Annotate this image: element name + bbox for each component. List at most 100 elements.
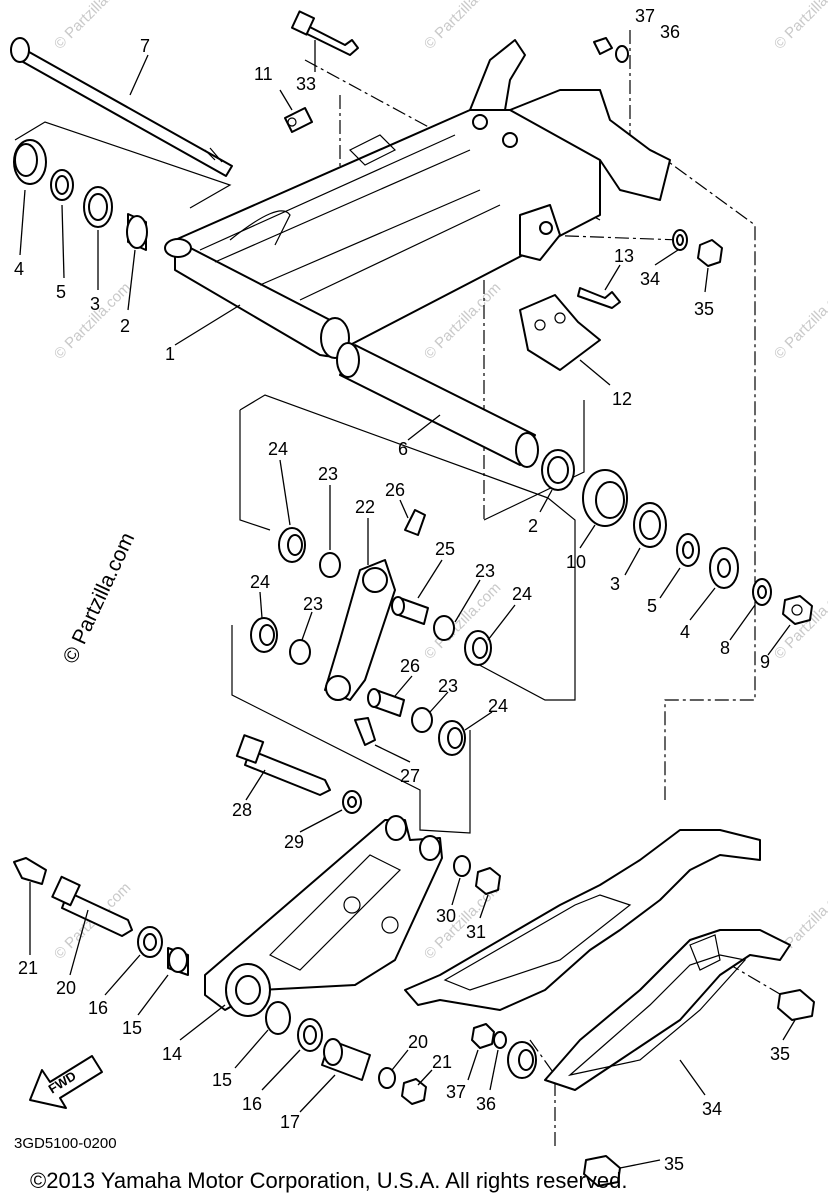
callout-3-right: 3	[610, 574, 620, 594]
callout-13: 13	[614, 246, 634, 266]
callout-37-bottom: 37	[446, 1082, 466, 1102]
callout-23-b: 23	[303, 594, 323, 614]
callout-24-d: 24	[488, 696, 508, 716]
callout-23-c: 23	[475, 561, 495, 581]
relay-link-14	[204, 815, 443, 1017]
callout-labels: 7 11 33 37 36 4 5 3 2 1 13 34 35 12 6 24…	[14, 6, 790, 1174]
washer-36-top	[615, 45, 629, 63]
bearing-23-a	[319, 552, 341, 578]
collar-25-b	[367, 688, 405, 717]
callout-3-left: 3	[90, 294, 100, 314]
watermark-text: © Partzilla.com	[51, 0, 134, 53]
callout-2-left: 2	[120, 316, 130, 336]
washer-36-bottom	[493, 1031, 507, 1049]
collar-shaft-6	[336, 342, 539, 468]
diagram-code: 3GD5100-0200	[14, 1135, 117, 1152]
callout-5-right: 5	[647, 596, 657, 616]
collar-25-a	[391, 596, 429, 625]
callout-29: 30	[436, 906, 456, 926]
seal-16-right	[297, 1018, 323, 1052]
bolt-18	[51, 875, 133, 937]
callout-15-left: 15	[122, 1018, 142, 1038]
callout-35-right: 35	[770, 1044, 790, 1064]
footrest-guard-34	[404, 829, 791, 1091]
callout-33: 35	[694, 299, 714, 319]
relay-arm-22	[324, 559, 396, 701]
seal-16-left	[137, 926, 163, 958]
washer-5-left	[50, 169, 74, 201]
callout-4-right: 4	[680, 622, 690, 642]
callout-31: 33	[296, 74, 316, 94]
washer-28	[342, 790, 362, 814]
callout-5-left: 5	[56, 282, 66, 302]
callout-36-top: 36	[660, 22, 680, 42]
callout-17: 17	[280, 1112, 300, 1132]
callout-22: 22	[355, 497, 375, 517]
bearing-23-d	[411, 707, 433, 733]
callout-19: 21	[18, 958, 38, 978]
washer-20	[378, 1067, 396, 1089]
bolt-31	[290, 10, 359, 56]
callout-14: 14	[162, 1044, 182, 1064]
callout-35-bottom: 35	[664, 1154, 684, 1174]
nut-37-bottom	[471, 1023, 495, 1049]
seal-24-c	[464, 630, 492, 666]
callout-25-b: 26	[400, 656, 420, 676]
bearing-15-right	[265, 1001, 291, 1035]
callout-36-bottom: 36	[476, 1094, 496, 1114]
callout-27: 28	[232, 800, 252, 820]
washer-29	[453, 855, 471, 877]
callout-32: 34	[640, 269, 660, 289]
callout-8: 8	[720, 638, 730, 658]
callout-24-a: 24	[268, 439, 288, 459]
bolt-27	[235, 734, 331, 796]
washer-8	[752, 578, 772, 606]
chain-guard-12	[519, 294, 601, 371]
oil-seal-3-left	[83, 186, 113, 228]
callout-20: 20	[408, 1032, 428, 1052]
callout-16-right: 16	[242, 1094, 262, 1114]
callout-25-a: 25	[435, 539, 455, 559]
callout-10: 10	[566, 552, 586, 572]
grease-nipple-26-top	[404, 509, 426, 536]
callout-23-d: 23	[438, 676, 458, 696]
callout-24-b: 24	[250, 572, 270, 592]
washer-5-right	[676, 533, 700, 567]
seal-24-d	[438, 720, 466, 756]
nut-37-top	[593, 37, 613, 55]
washer-32	[672, 229, 688, 251]
seal-24-a	[278, 527, 306, 563]
callout-1: 1	[165, 344, 175, 364]
callout-11: 11	[254, 64, 273, 84]
collar-4-right	[709, 547, 739, 589]
nut-33	[697, 239, 723, 267]
fwd-arrow-icon: FWD	[29, 1055, 103, 1109]
oil-seal-3-right	[633, 502, 667, 548]
bushing-10	[582, 469, 628, 527]
bearing-15-left	[167, 947, 189, 976]
watermark-text: © Partzilla.com	[421, 0, 504, 53]
callout-6: 6	[398, 439, 408, 459]
callout-21: 21	[432, 1052, 452, 1072]
collar-17	[321, 1038, 371, 1081]
callout-18: 20	[56, 978, 76, 998]
seal-24-b	[250, 617, 278, 653]
callout-16-left: 16	[88, 998, 108, 1018]
watermark-vertical: © Partzilla.com	[59, 529, 140, 667]
callout-12: 12	[612, 389, 632, 409]
nut-9	[782, 595, 813, 625]
bolt-35-right	[777, 989, 815, 1021]
bolt-13	[577, 287, 621, 309]
pivot-shaft-7	[10, 37, 233, 177]
callout-28: 29	[284, 832, 304, 852]
bolt-11	[284, 107, 313, 133]
group-outlines	[14, 30, 791, 1150]
bearing-23-c	[433, 615, 455, 641]
leader-lines	[19, 40, 796, 1169]
grease-nipple-26-bottom	[354, 717, 376, 746]
copyright-text: ©2013 Yamaha Motor Corporation, U.S.A. A…	[30, 1168, 627, 1193]
bolt-35-bottom	[583, 1155, 621, 1187]
callout-37-top: 37	[635, 6, 655, 26]
bearing-2-left	[126, 213, 148, 251]
